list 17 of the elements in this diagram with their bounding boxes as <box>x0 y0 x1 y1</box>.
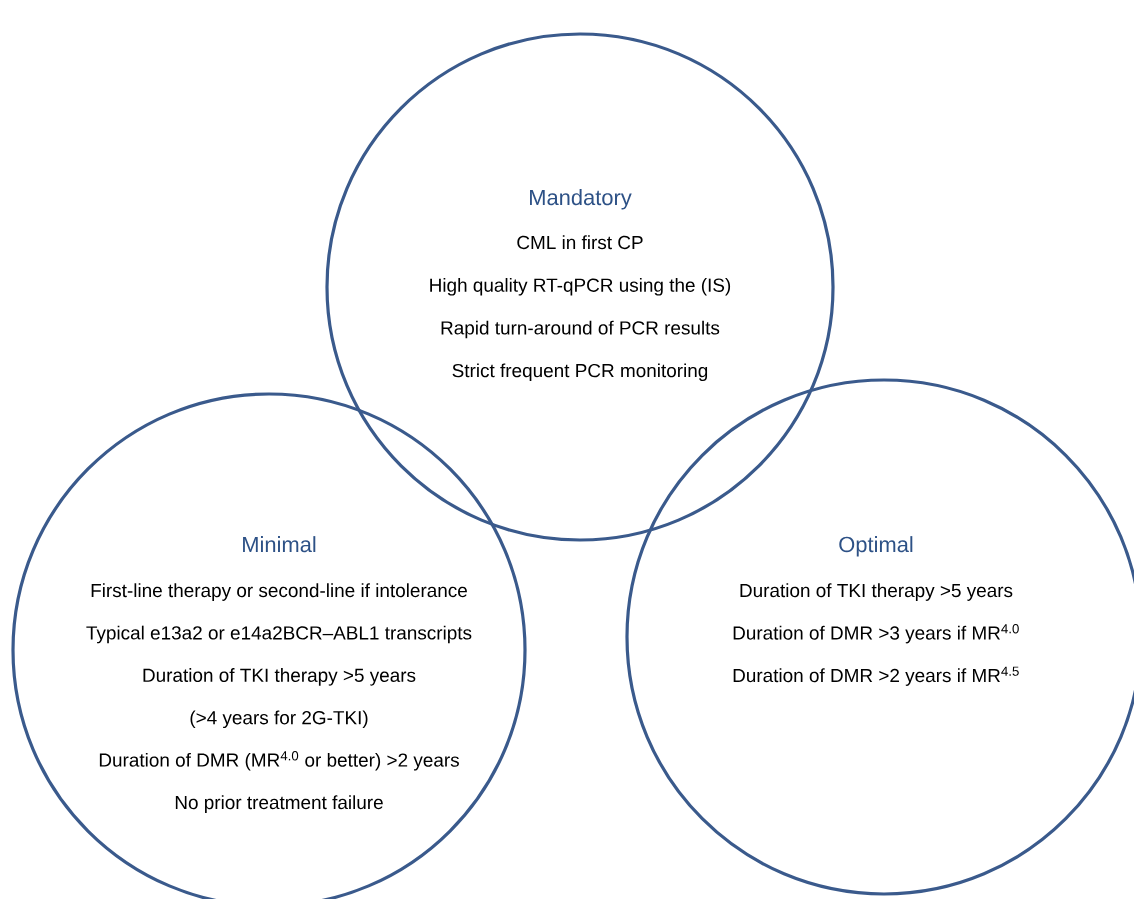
circle-heading: Minimal <box>243 536 316 553</box>
criterion-text: Duration of DMR >2 years if MR$^{4.5}$ <box>733 666 1019 686</box>
criterion-text: Duration of DMR (MR$^{4.0}$ or better) >2 years <box>99 751 459 771</box>
circle-heading: Optimal <box>839 536 913 557</box>
criterion-text: Duration of TKI therapy >5 years <box>740 583 1013 601</box>
criterion-text: No prior treatment failure <box>175 795 383 813</box>
venn-circle <box>325 32 835 542</box>
criterion-text: First-line therapy or second-line if intolerance <box>91 583 467 601</box>
criterion-text: (>4 years for 2G-TKI) <box>190 710 368 729</box>
criterion-text: Rapid turn-around of PCR results <box>441 320 720 339</box>
criterion-text: Duration of DMR >3 years if MR$^{4.0}$ <box>733 624 1019 644</box>
criterion-text: Strict frequent PCR monitoring <box>452 363 708 381</box>
circle-heading: Mandatory <box>530 189 632 210</box>
criterion-text: Typical e13a2 or e14a2BCR–ABL1 transcripts <box>86 625 472 644</box>
criterion-text: CML in first CP <box>517 235 643 250</box>
criterion-text: Duration of TKI therapy >5 years <box>143 668 416 686</box>
criterion-text: High quality RT-qPCR using the (IS) <box>430 278 731 296</box>
